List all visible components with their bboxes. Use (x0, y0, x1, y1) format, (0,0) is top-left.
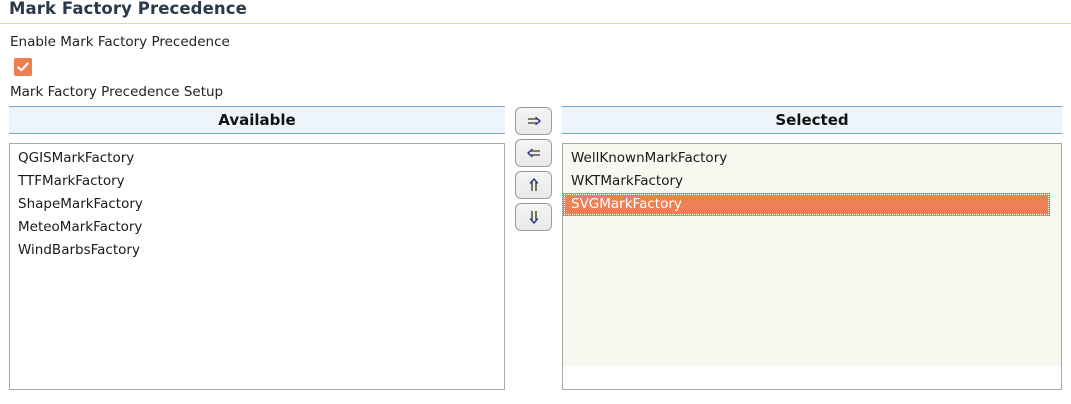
available-column-header: Available (9, 106, 505, 134)
list-item-selected[interactable]: SVGMarkFactory (563, 193, 1050, 216)
selected-column-header: Selected (562, 106, 1062, 134)
list-item[interactable]: WellKnownMarkFactory (571, 150, 728, 166)
move-down-button[interactable] (515, 203, 552, 231)
available-header-text: Available (218, 111, 296, 129)
title-divider (0, 23, 1071, 24)
selected-header-text: Selected (775, 111, 849, 129)
selected-listbox[interactable]: WellKnownMarkFactory WKTMarkFactory SVGM… (562, 143, 1062, 390)
double-arrow-left-icon (526, 148, 540, 158)
available-list-inner: QGISMarkFactory TTFMarkFactory ShapeMark… (10, 144, 504, 389)
list-item[interactable]: WKTMarkFactory (571, 173, 684, 189)
move-right-button[interactable] (515, 107, 552, 135)
transfer-button-column (515, 107, 552, 235)
enable-mark-factory-precedence-label: Enable Mark Factory Precedence (10, 34, 230, 50)
move-up-button[interactable] (515, 171, 552, 199)
list-item[interactable]: MeteoMarkFactory (18, 219, 143, 235)
list-item[interactable]: TTFMarkFactory (18, 173, 125, 189)
checkmark-icon (17, 62, 29, 72)
double-arrow-down-icon (529, 211, 538, 224)
list-item[interactable]: QGISMarkFactory (18, 150, 135, 166)
enable-mark-factory-precedence-checkbox[interactable] (14, 58, 32, 76)
list-item[interactable]: WindBarbsFactory (18, 242, 140, 258)
available-listbox[interactable]: QGISMarkFactory TTFMarkFactory ShapeMark… (9, 143, 505, 390)
double-arrow-up-icon (529, 178, 538, 191)
list-item[interactable]: ShapeMarkFactory (18, 196, 143, 212)
double-arrow-right-icon (527, 116, 541, 126)
page-title: Mark Factory Precedence (9, 0, 247, 18)
move-left-button[interactable] (515, 139, 552, 167)
mark-factory-precedence-setup-label: Mark Factory Precedence Setup (10, 84, 224, 100)
selected-list-inner: WellKnownMarkFactory WKTMarkFactory SVGM… (563, 144, 1061, 366)
